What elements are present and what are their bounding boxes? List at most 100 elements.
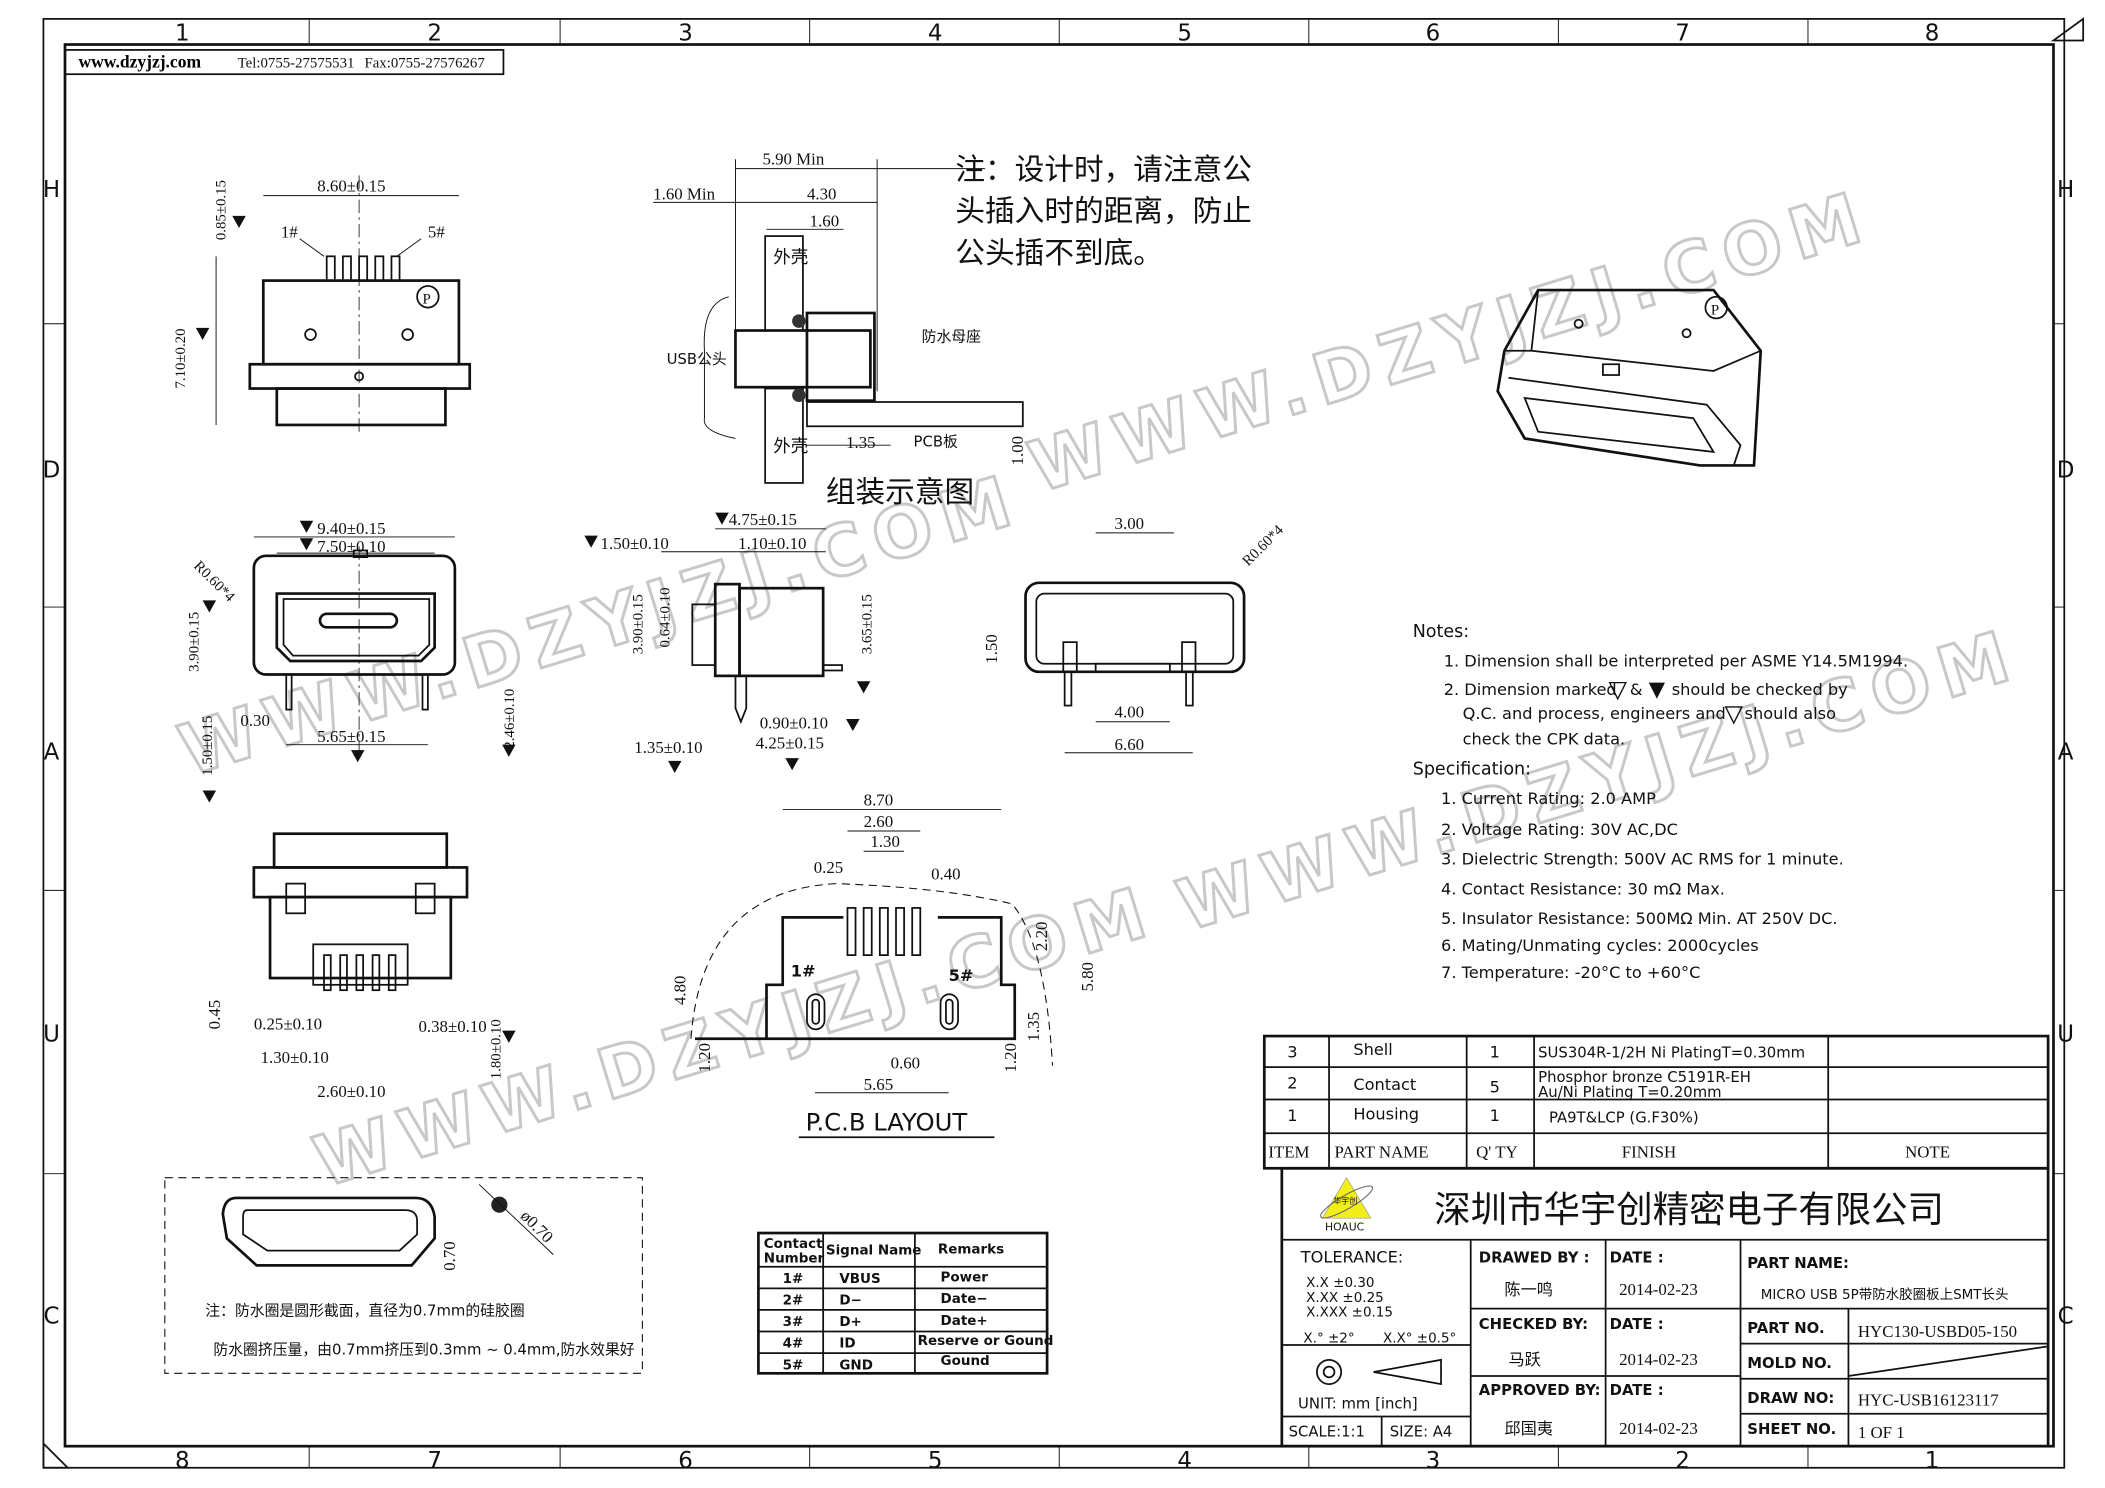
col-label: 6: [678, 1448, 693, 1474]
bom-rows-1-finish-text: Phosphor bronze C5191R-EH: [1538, 1069, 1751, 1086]
svg-text:P: P: [422, 292, 430, 308]
notes-items-6-text: check the CPK data.: [1463, 730, 1626, 749]
bom-rows-2-name-text: Housing: [1353, 1105, 1419, 1124]
row-label: A: [44, 740, 60, 766]
bom-rows-1-item-text: 2: [1287, 1074, 1297, 1093]
signal-table-headers-1-text: Number: [764, 1251, 825, 1267]
notes-items-2-text: &: [1630, 680, 1643, 699]
title-block: 华宇创 HOAUC 深圳市华宇创精密电子有限公司 TOLERANCE: X.X …: [1280, 1166, 2050, 1448]
tel: Tel:0755-27575531: [238, 55, 355, 71]
design-note-0-text: 注：设计时，请注意公: [955, 151, 1252, 186]
pcb-layout-d580-text: 5.80: [1078, 962, 1097, 992]
rear-view-d660-text: 6.60: [1115, 735, 1145, 754]
notes-spec-title-text: Specification:: [1413, 759, 1531, 779]
bottom-view-d045-text: 0.45: [205, 1000, 224, 1030]
notes-specs-6-text: 7. Temperature: -20°C to +60°C: [1441, 963, 1700, 982]
top-view-width-text: 8.60±0.15: [317, 177, 385, 196]
title-block-sheet-no-text: 1 OF 1: [1858, 1423, 1905, 1442]
pcb-layout-d025-text: 0.25: [814, 858, 844, 877]
notes-items-3-text: should be checked by: [1672, 680, 1848, 699]
title-block-tolerances-1-text: X.XX ±0.25: [1306, 1290, 1384, 1306]
company-name: 深圳市华宇创精密电子有限公司: [1434, 1188, 1944, 1231]
pcb-layout-d040-text: 0.40: [931, 865, 961, 884]
bom-rows-1-qty-text: 5: [1490, 1078, 1500, 1097]
title-block-scale-text: SCALE:1:1: [1289, 1424, 1365, 1441]
title-block-date3-text: 2014-02-23: [1619, 1419, 1698, 1438]
row-label: U: [2057, 1021, 2074, 1047]
side-view-h365-text: 3.65±0.15: [860, 594, 876, 654]
title-block-checked-by-label-text: CHECKED BY:: [1479, 1316, 1588, 1333]
assembly-plug-text: USB公头: [667, 351, 727, 368]
rear-view-d300-text: 3.00: [1115, 514, 1145, 533]
pcb-layout-d220-text: 2.20: [1032, 922, 1051, 952]
title-block-checked-by-text: 马跃: [1508, 1350, 1540, 1369]
title-block-approved-by-label-text: APPROVED BY:: [1479, 1382, 1601, 1399]
signal-table-rows-0-1-text: VBUS: [839, 1271, 880, 1287]
title-block-part-no-label-text: PART NO.: [1747, 1320, 1824, 1337]
front-view-pin-pitch-text: 5.65±0.15: [317, 727, 385, 746]
front-view-w-outer-text: 9.40±0.15: [317, 519, 385, 538]
front-view-h-text: 3.90±0.15: [187, 612, 203, 672]
bottom-view-d180-text: 1.80±0.10: [489, 1019, 505, 1079]
title-block-drawed-by-label-text: DRAWED BY :: [1479, 1250, 1590, 1267]
assembly-d-100-text: 1.00: [1008, 436, 1027, 466]
company-logo: 华宇创 HOAUC: [1320, 1177, 1374, 1233]
title-block-tolerances-0-text: X.X ±0.30: [1306, 1275, 1374, 1291]
assembly-diagram: 5.90 Min 1.60 Min 4.30 1.60 外壳 外壳 USB公头 …: [653, 150, 1027, 509]
title-block-logo-text: HOAUC: [1325, 1220, 1364, 1233]
title-block-part-name-text: MICRO USB 5P带防水胶圈板上SMT长头: [1761, 1286, 2009, 1303]
title-block-date-label-text: DATE :: [1610, 1316, 1664, 1333]
assembly-shell-top-text: 外壳: [773, 248, 808, 268]
title-block-approved-by-text: 邱国夷: [1504, 1419, 1553, 1438]
iso-view: P: [1496, 288, 1763, 467]
pcb-layout-d870-text: 8.70: [864, 790, 894, 809]
front-view-radius-text: R0.60*4: [190, 558, 238, 606]
col-label: 5: [928, 1448, 943, 1474]
col-label: 1: [175, 20, 190, 46]
title-block-draw-no-label-text: DRAW NO:: [1747, 1390, 1834, 1407]
pcb-layout-d120b-text: 1.20: [1001, 1043, 1020, 1073]
bottom-view-d260-text: 2.60±0.10: [317, 1082, 385, 1101]
title-block-part-no-text: HYC130-USBD05-150: [1858, 1322, 2017, 1341]
bom-headers-3-text: FINISH: [1622, 1142, 1676, 1161]
front-view-pin-len-text: 1.50±0.15: [200, 716, 216, 776]
bottom-view-d038-text: 0.38±0.10: [418, 1017, 486, 1036]
side-view: 4.75±0.15 1.50±0.10 1.10±0.10 3.90±0.15 …: [584, 510, 876, 774]
design-note: 注：设计时，请注意公 头插入时的距离，防止 公头插不到底。: [955, 151, 1252, 270]
assembly-receptacle-text: 防水母座: [922, 328, 981, 345]
notes-items-4-text: Q.C. and process, engineers and: [1463, 704, 1726, 723]
title-block-tolerance-label-text: TOLERANCE:: [1300, 1248, 1404, 1267]
side-view-d425-text: 4.25±0.15: [756, 734, 824, 753]
title-block-drawed-by-text: 陈一鸣: [1504, 1280, 1553, 1299]
col-label: 8: [1925, 20, 1940, 46]
pcb-layout-d480-text: 4.80: [671, 976, 690, 1006]
signal-table-headers-0-text: Contact: [764, 1236, 823, 1252]
assembly-d-590-text: 5.90 Min: [762, 150, 824, 169]
bom-rows-1-name-text: Contact: [1353, 1075, 1416, 1094]
signal-table-rows-3-2-text: Reserve or Gound: [918, 1333, 1054, 1349]
rear-view: 3.00 R0.60*4 1.50 4.00 6.60: [982, 514, 1287, 754]
front-view: 9.40±0.15 7.50±0.10 R0.60*4 3.90±0.15 0.…: [187, 519, 518, 803]
col-label: 3: [1426, 1448, 1441, 1474]
bom-rows-0-item-text: 3: [1287, 1043, 1297, 1062]
bottom-view-d130-text: 1.30±0.10: [261, 1048, 329, 1067]
title-block-date-label-text: DATE :: [1610, 1250, 1664, 1267]
signal-table-rows-1-0-text: 2#: [783, 1293, 804, 1309]
sheet-frame: 1 2 3 4 5 6 7 8 8 7 6 5 4 3 2 1 H D A U …: [42, 17, 2085, 1474]
title-block-part-name-label-text: PART NAME:: [1747, 1255, 1849, 1272]
oring-note2-text: 防水圈挤压量，由0.7mm挤压到0.3mm ~ 0.4mm,防水效果好: [213, 1341, 634, 1358]
signal-table-headers-2-text: Signal Name: [826, 1243, 922, 1259]
side-view-d135-text: 1.35±0.10: [634, 738, 702, 757]
bom-rows-2-finish-text: PA9T&LCP (G.F30%): [1549, 1109, 1699, 1126]
title-block-angle-tol-0-text: X.° ±2°: [1303, 1330, 1354, 1346]
svg-text:P: P: [1711, 302, 1719, 318]
pcb-layout-pin5-text: 5#: [949, 966, 974, 985]
pcb-layout-d260-text: 2.60: [864, 812, 894, 831]
signal-table-rows-4-2-text: Gound: [941, 1353, 990, 1369]
pcb-layout-title-text: P.C.B LAYOUT: [806, 1108, 968, 1137]
side-view-d090-text: 0.90±0.10: [760, 713, 828, 732]
assembly-title-text: 组装示意图: [826, 474, 974, 509]
